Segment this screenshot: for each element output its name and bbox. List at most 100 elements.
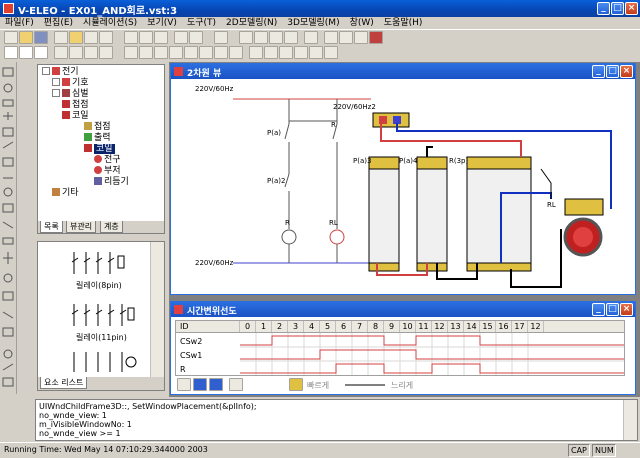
left-toolbar-icons[interactable] [0, 62, 17, 394]
timing-row-csw1[interactable]: CSw1 [180, 351, 203, 360]
new-window-icon[interactable] [54, 31, 68, 44]
delete-icon[interactable] [154, 46, 168, 59]
menu-tools[interactable]: 도구(T) [186, 18, 217, 28]
tree-node-coil[interactable]: 코일 [62, 111, 89, 121]
cut-icon[interactable] [124, 31, 138, 44]
menu-3d-modeling[interactable]: 3D모델링(M) [287, 18, 340, 28]
menu-simulation[interactable]: 시뮬레이션(S) [83, 18, 138, 28]
select-icon[interactable] [294, 46, 308, 59]
print-icon[interactable] [99, 31, 113, 44]
open-icon[interactable] [69, 46, 83, 59]
pan-icon[interactable] [249, 46, 263, 59]
menu-file[interactable]: 파일(F) [5, 18, 34, 28]
menu-2d-modeling[interactable]: 2D모델링(N) [226, 18, 278, 28]
plus-icon[interactable] [42, 67, 50, 75]
tree-node-etc[interactable]: 기타 [52, 188, 79, 198]
cut-2-icon[interactable] [124, 46, 138, 59]
tree-node-contact-2[interactable]: 접점 [84, 122, 111, 132]
schematic-close-button[interactable]: × [620, 65, 633, 78]
tree-node-symbol-group[interactable]: 심벌 [52, 89, 89, 99]
zoom-out-icon[interactable] [184, 46, 198, 59]
open-file-icon[interactable] [19, 31, 33, 44]
symbol-icon [62, 78, 70, 86]
tree-node-rhythm[interactable]: 리듬기 [94, 177, 129, 187]
library-item-relay-8pin[interactable]: 릴레이(8pin) [76, 281, 122, 290]
paste-icon[interactable] [154, 31, 168, 44]
tab-hierarchy[interactable]: 계층 [100, 221, 123, 233]
folder-icon[interactable] [69, 31, 83, 44]
stop-icon[interactable] [284, 31, 298, 44]
contact-icon [62, 100, 70, 108]
disk-icon[interactable] [84, 31, 98, 44]
tree-node-output[interactable]: 출력 [84, 133, 111, 143]
menu-view[interactable]: 보기(V) [147, 18, 177, 28]
timing-row-csw2[interactable]: CSw2 [180, 337, 203, 346]
tree-node-contact[interactable]: 접점 [62, 100, 89, 110]
menu-help[interactable]: 도움말(H) [383, 18, 423, 28]
undo-icon[interactable] [174, 31, 188, 44]
rotate-icon[interactable] [264, 46, 278, 59]
tree-node-buzzer[interactable]: 부저 [94, 166, 121, 176]
zoom-fit-icon[interactable] [199, 46, 213, 59]
relay-11pin-symbol[interactable] [68, 300, 138, 330]
arrow-up-icon[interactable] [193, 378, 207, 391]
pen-icon[interactable] [339, 31, 353, 44]
library-item-relay-11pin[interactable]: 릴레이(11pin) [76, 333, 127, 342]
log-scrollbar[interactable] [623, 400, 637, 440]
timing-row-r[interactable]: R [180, 365, 186, 374]
text-tool-icon[interactable] [309, 46, 323, 59]
grid-icon[interactable] [324, 46, 338, 59]
run-icon[interactable] [254, 31, 268, 44]
minimize-button[interactable]: _ [597, 2, 610, 15]
timing-minimize-button[interactable]: _ [592, 303, 605, 316]
pause-icon[interactable] [269, 31, 283, 44]
copy-2-icon[interactable] [139, 46, 153, 59]
layout-2-icon[interactable] [19, 46, 33, 59]
move-icon[interactable] [279, 46, 293, 59]
window-icon[interactable] [54, 46, 68, 59]
tab-view-manager[interactable]: 뷰관리 [66, 221, 97, 233]
timing-print-icon[interactable] [229, 378, 243, 391]
menu-window[interactable]: 창(W) [349, 18, 374, 28]
play-icon[interactable] [239, 31, 253, 44]
properties-icon[interactable] [214, 31, 228, 44]
save-all-icon[interactable] [84, 46, 98, 59]
speed-icon[interactable] [289, 378, 303, 391]
zoom-in-icon[interactable] [169, 46, 183, 59]
minus-icon[interactable] [52, 89, 60, 97]
maximize-button[interactable]: □ [611, 2, 624, 15]
tree-node-symbol[interactable]: 기호 [52, 78, 89, 88]
tree-node-electric[interactable]: 전기 [42, 67, 79, 77]
tree-node-lamp[interactable]: 전구 [94, 155, 121, 165]
zoom-all-icon[interactable] [229, 46, 243, 59]
tree-node-coil-2[interactable]: 코일 [84, 144, 115, 154]
timing-close-button[interactable]: × [620, 303, 633, 316]
schematic-minimize-button[interactable]: _ [592, 65, 605, 78]
relay-8pin-symbol[interactable] [68, 248, 128, 278]
step-icon[interactable] [304, 31, 318, 44]
arrow-down-icon[interactable] [209, 378, 223, 391]
screen-icon[interactable] [99, 46, 113, 59]
relay-extra-symbol[interactable] [68, 350, 138, 374]
timing-new-icon[interactable] [177, 378, 191, 391]
timing-maximize-button[interactable]: □ [606, 303, 619, 316]
new-file-icon[interactable] [4, 31, 18, 44]
close-button[interactable]: × [625, 2, 638, 15]
speed-slider[interactable] [345, 384, 385, 386]
redo-icon[interactable] [189, 31, 203, 44]
layout-1-icon[interactable] [4, 46, 18, 59]
zoom-window-icon[interactable] [214, 46, 228, 59]
schematic-maximize-button[interactable]: □ [606, 65, 619, 78]
schematic-canvas[interactable]: 220V/60Hz 220V/60Hz 220V/60Hz2 P(a) P(a)… [171, 79, 635, 295]
layer-icon[interactable] [354, 31, 368, 44]
tab-element-list[interactable]: 요소 리스트 [40, 377, 88, 389]
layout-3-icon[interactable] [34, 46, 48, 59]
ruler-icon[interactable] [324, 31, 338, 44]
save-icon[interactable] [34, 31, 48, 44]
plus-icon[interactable] [52, 78, 60, 86]
menu-edit[interactable]: 편집(E) [43, 18, 74, 28]
tab-list[interactable]: 목록 [40, 221, 63, 233]
library-scrollbar[interactable] [150, 242, 164, 377]
book-icon[interactable] [369, 31, 383, 44]
copy-icon[interactable] [139, 31, 153, 44]
